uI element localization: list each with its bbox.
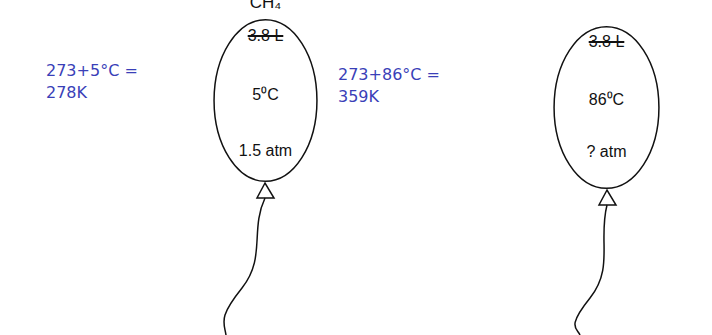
crossed-volume: 3.8 L (248, 27, 284, 45)
balloon-value: 5⁰C (252, 86, 278, 104)
kelvin-conversion: 273+86°C = 359K (338, 64, 450, 107)
balloon-value: ? atm (586, 143, 626, 161)
balloon-value: 86⁰C (589, 91, 624, 109)
kelvin-conversion: 273+5°C = 278K (46, 60, 150, 103)
balloon-knot (599, 190, 616, 205)
balloon-string (575, 205, 607, 335)
balloon: CH₄3.8 L5⁰C1.5 atm (213, 18, 318, 183)
gas-formula: CH₄ (250, 0, 282, 13)
balloon-string (224, 198, 265, 335)
crossed-volume: 3.8 L (589, 33, 625, 51)
balloon-value: 1.5 atm (239, 142, 292, 160)
balloon: 3.8 L 86⁰C ? atm (553, 25, 660, 190)
balloon-knot (257, 183, 274, 198)
